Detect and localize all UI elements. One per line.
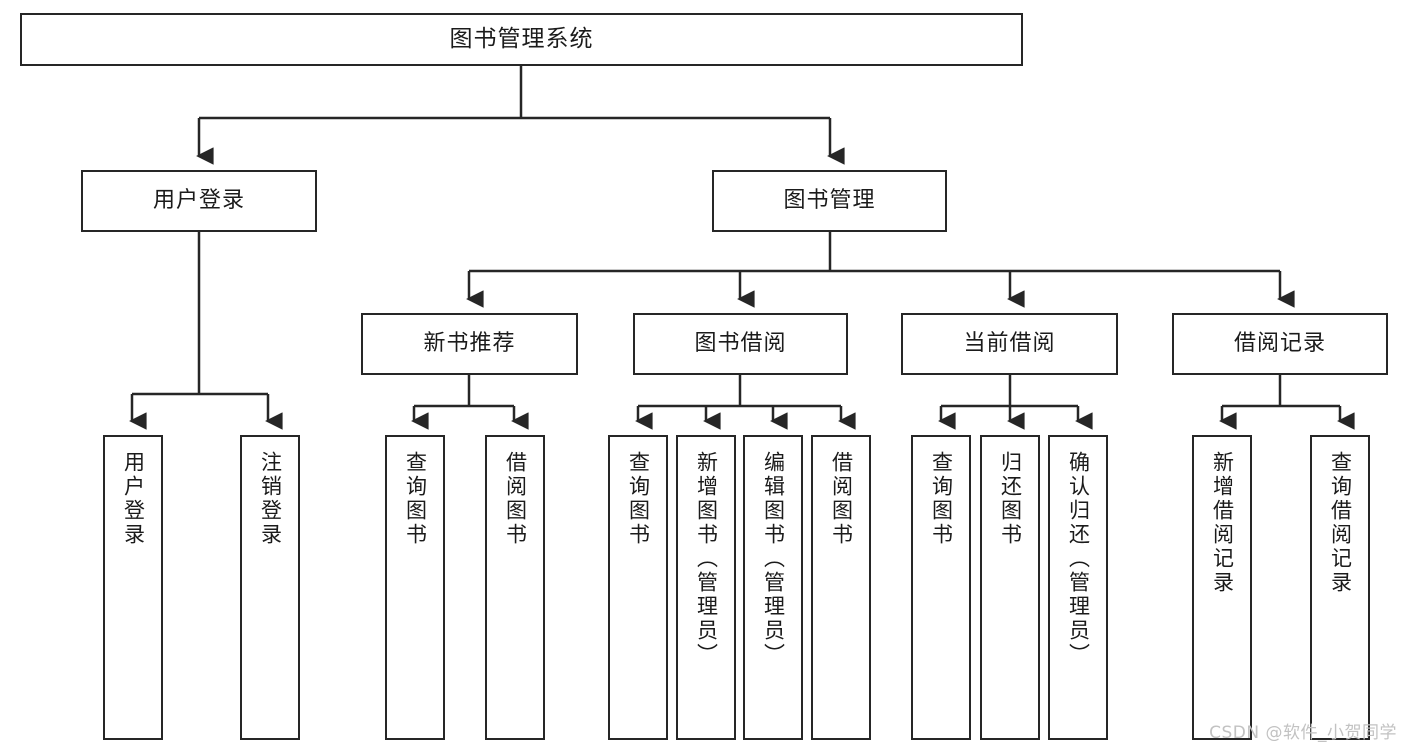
node-label: 新书推荐 [423,330,516,356]
node-current-borrow[interactable]: 当前借阅 [901,313,1118,375]
node-label: 新增图书（管理员） [694,451,719,667]
node-label: 确认归还（管理员） [1066,451,1091,667]
node-user-login[interactable]: 用户登录 [81,170,317,232]
node-borrow-record[interactable]: 借阅记录 [1172,313,1388,375]
node-label: 用户登录 [121,451,146,547]
node-new-book-recommend[interactable]: 新书推荐 [361,313,578,375]
node-label: 借阅图书 [503,451,528,547]
leaf-book-borrow-add[interactable]: 新增图书（管理员） [676,435,736,740]
leaf-user-login-signin[interactable]: 用户登录 [103,435,163,740]
node-label: 查询图书 [929,451,954,547]
leaf-book-borrow-query[interactable]: 查询图书 [608,435,668,740]
node-book-manage[interactable]: 图书管理 [712,170,947,232]
node-root-system[interactable]: 图书管理系统 [20,13,1023,66]
watermark: CSDN @软件_小贺同学 [1209,723,1397,743]
node-label: 注销登录 [258,451,283,547]
node-label: 借阅图书 [829,451,854,547]
leaf-new-book-query[interactable]: 查询图书 [385,435,445,740]
node-label: 查询图书 [626,451,651,547]
node-label: 新增借阅记录 [1210,451,1235,595]
leaf-borrow-record-query[interactable]: 查询借阅记录 [1310,435,1370,740]
node-label: 编辑图书（管理员） [761,451,786,667]
leaf-current-borrow-return[interactable]: 归还图书 [980,435,1040,740]
node-label: 归还图书 [998,451,1023,547]
leaf-book-borrow-lend[interactable]: 借阅图书 [811,435,871,740]
node-label: 图书借阅 [694,330,787,356]
leaf-current-borrow-query[interactable]: 查询图书 [911,435,971,740]
node-label: 图书管理系统 [449,25,594,52]
node-label: 图书管理 [783,187,876,213]
node-label: 查询图书 [403,451,428,547]
node-label: 借阅记录 [1233,330,1326,356]
leaf-book-borrow-edit[interactable]: 编辑图书（管理员） [743,435,803,740]
node-book-borrow[interactable]: 图书借阅 [633,313,848,375]
node-label: 用户登录 [152,187,245,213]
node-label: 查询借阅记录 [1328,451,1353,595]
node-label: 当前借阅 [963,330,1056,356]
leaf-borrow-record-add[interactable]: 新增借阅记录 [1192,435,1252,740]
leaf-user-login-signout[interactable]: 注销登录 [240,435,300,740]
leaf-current-borrow-confirm[interactable]: 确认归还（管理员） [1048,435,1108,740]
leaf-new-book-borrow[interactable]: 借阅图书 [485,435,545,740]
